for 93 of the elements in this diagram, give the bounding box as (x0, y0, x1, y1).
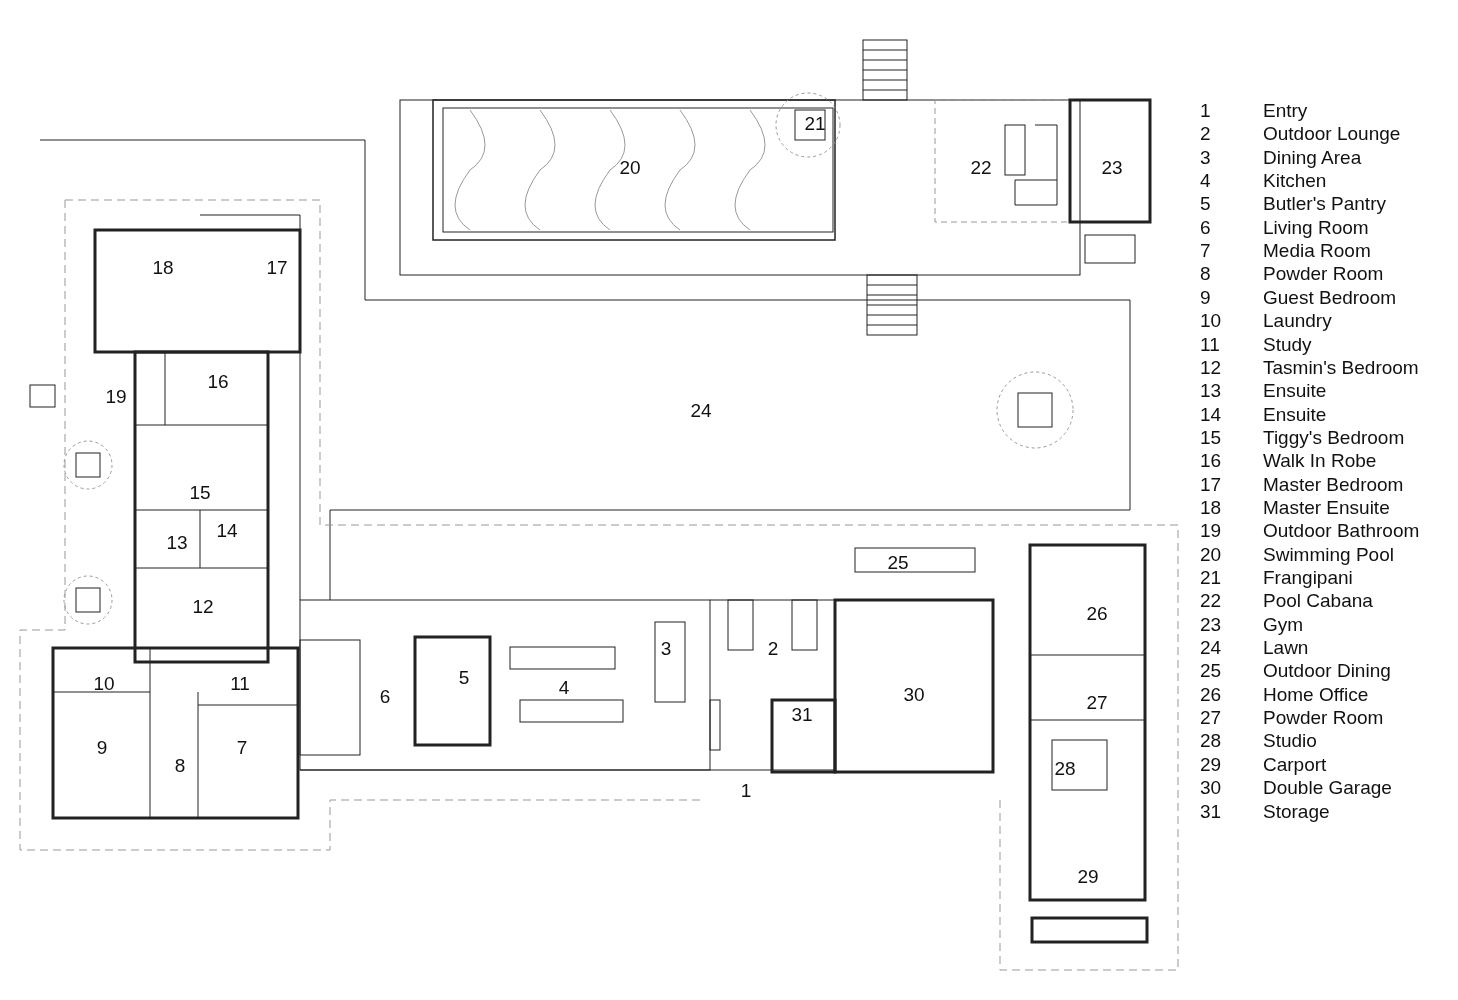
key-number: 30 (1200, 778, 1222, 798)
callout-number: 27 (1086, 692, 1108, 712)
key-number: 3 (1200, 147, 1211, 167)
callout-number: 7 (236, 737, 248, 757)
key-number: 16 (1200, 451, 1222, 471)
callout-number: 21 (804, 113, 826, 133)
room-name: Master Ensuite (1263, 497, 1390, 517)
key-number: 1 (1200, 101, 1211, 120)
room-name: Frangipani (1263, 568, 1353, 587)
callout-number: 30 (903, 684, 925, 704)
callout-number: 4 (558, 677, 570, 697)
key-number: 18 (1200, 497, 1222, 517)
callout-number: 28 (1054, 758, 1076, 778)
room-name: Outdoor Bathroom (1263, 521, 1420, 541)
callout-number: 23 (1101, 157, 1123, 177)
key-number: 8 (1200, 264, 1211, 284)
callout-number: 6 (379, 686, 391, 706)
callout-number: 20 (619, 157, 641, 177)
key-number: 6 (1200, 217, 1211, 237)
key-number: 29 (1200, 754, 1222, 774)
callout-number: 10 (93, 673, 115, 693)
room-name: Pool Cabana (1263, 591, 1373, 611)
key-number: 7 (1200, 241, 1211, 261)
key-number: 24 (1200, 638, 1222, 658)
callout-number: 17 (266, 257, 288, 277)
callout-number: 2 (767, 638, 779, 658)
callout-number: 5 (458, 667, 470, 687)
room-name: Study (1263, 334, 1312, 354)
key-number: 21 (1200, 568, 1222, 587)
callout-number: 1 (740, 780, 752, 800)
room-name: Gym (1263, 614, 1304, 634)
key-number: 23 (1200, 614, 1222, 634)
room-name: Double Garage (1263, 778, 1392, 798)
room-name: Media Room (1263, 241, 1371, 261)
callout-number: 25 (887, 552, 909, 572)
callout-number: 9 (96, 737, 108, 757)
room-name: Studio (1263, 731, 1317, 751)
key-number: 19 (1200, 521, 1222, 541)
key-number: 2 (1200, 124, 1211, 144)
room-name: Ensuite (1263, 404, 1327, 424)
callout-number: 16 (207, 371, 229, 391)
key-number: 4 (1200, 171, 1211, 191)
room-name: Ensuite (1263, 381, 1327, 401)
key-number: 14 (1200, 404, 1222, 424)
callout-number: 22 (970, 157, 992, 177)
callout-number: 29 (1077, 866, 1099, 886)
key-number: 9 (1200, 287, 1211, 307)
callout-number: 31 (791, 704, 813, 724)
key-number: 31 (1200, 801, 1222, 821)
callout-number: 11 (230, 673, 250, 693)
room-name: Powder Room (1263, 264, 1384, 284)
key-number: 22 (1200, 591, 1222, 611)
room-name: Storage (1263, 801, 1330, 821)
room-name: Carport (1263, 754, 1327, 774)
callout-number: 15 (189, 482, 211, 502)
callout-number: 14 (216, 520, 238, 540)
key-number: 5 (1200, 194, 1211, 214)
key-number: 26 (1200, 684, 1222, 704)
key-number: 15 (1200, 427, 1222, 447)
callout-number: 19 (105, 386, 127, 406)
callout-number: 13 (166, 532, 188, 552)
key-number: 12 (1200, 357, 1222, 377)
room-name: Living Room (1263, 217, 1369, 237)
key-number: 13 (1200, 381, 1222, 401)
room-name: Butler's Pantry (1263, 194, 1386, 214)
room-name: Kitchen (1263, 171, 1327, 191)
callout-number: 8 (174, 755, 186, 775)
room-name: Powder Room (1263, 708, 1384, 728)
callout-number: 12 (192, 596, 214, 616)
room-name: Swimming Pool (1263, 544, 1394, 564)
room-name: Laundry (1263, 311, 1332, 331)
room-name: Entry (1263, 101, 1308, 120)
callout-number: 24 (690, 400, 712, 420)
room-name: Walk In Robe (1263, 451, 1377, 471)
room-name: Lawn (1263, 638, 1309, 658)
key-number: 11 (1200, 334, 1220, 354)
room-name: Outdoor Lounge (1263, 124, 1401, 144)
callout-number: 18 (152, 257, 174, 277)
callout-number: 3 (660, 638, 672, 658)
key-number: 28 (1200, 731, 1222, 751)
key-number: 25 (1200, 661, 1222, 681)
room-name: Guest Bedroom (1263, 287, 1397, 307)
room-name: Tasmin's Bedroom (1263, 357, 1419, 377)
room-name: Tiggy's Bedroom (1263, 427, 1405, 447)
key-number: 27 (1200, 708, 1222, 728)
room-name: Home Office (1263, 684, 1369, 704)
callout-number: 26 (1086, 603, 1108, 623)
key-number: 20 (1200, 544, 1222, 564)
room-name: Outdoor Dining (1263, 661, 1391, 681)
room-name: Dining Area (1263, 147, 1362, 167)
room-name: Master Bedroom (1263, 474, 1404, 494)
key-number: 17 (1200, 474, 1222, 494)
key-number: 10 (1200, 311, 1222, 331)
